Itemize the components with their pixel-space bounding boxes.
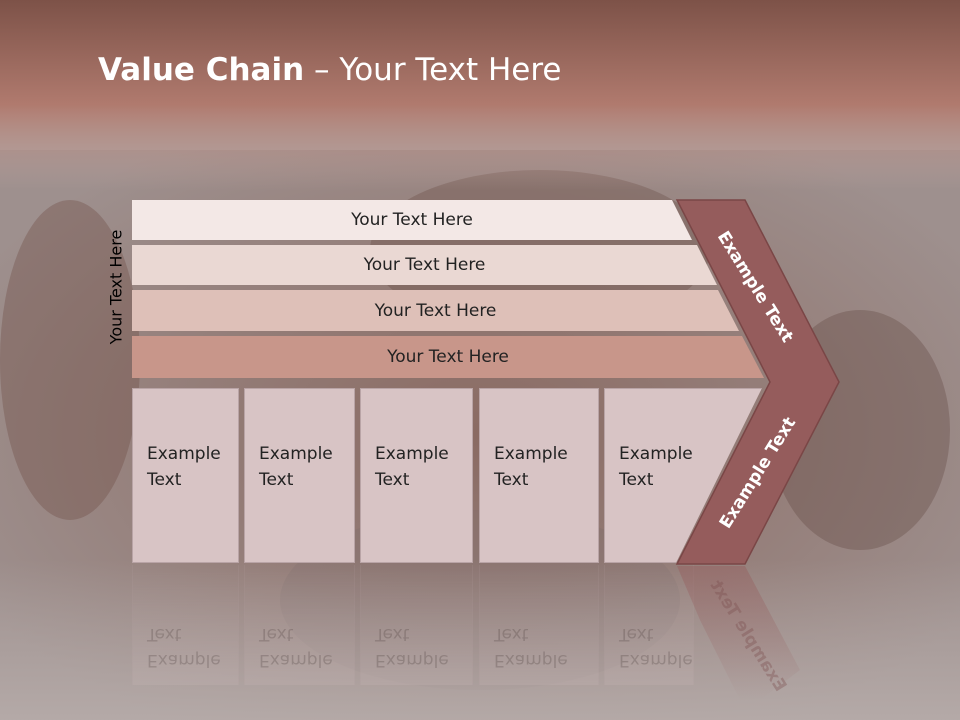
- primary-activity-2-line1: Example: [259, 444, 333, 464]
- primary-activity-5-reflection: Example Text: [604, 565, 694, 685]
- support-activity-4-label: Your Text Here: [387, 347, 509, 367]
- primary-activity-4-line1: Example: [494, 444, 568, 464]
- primary-activity-2-line2: Text: [259, 470, 294, 490]
- reflection-2-line1: Example: [259, 650, 333, 670]
- primary-activity-2-reflection: Example Text: [244, 565, 355, 685]
- primary-activity-1-line1: Example: [147, 444, 221, 464]
- reflection-2-line2: Text: [259, 624, 294, 644]
- reflection-5-line2: Text: [619, 624, 654, 644]
- primary-activity-5-line1: Example: [619, 444, 693, 464]
- support-activity-3-label: Your Text Here: [374, 300, 497, 321]
- title-bold: Value Chain: [98, 52, 305, 88]
- primary-activity-3-reflection: Example Text: [360, 565, 473, 685]
- support-activity-3: Your Text Here: [132, 290, 739, 331]
- primary-activity-4-line2: Text: [494, 470, 529, 490]
- support-activity-2: Your Text Here: [132, 245, 717, 285]
- reflection-4-line1: Example: [494, 650, 568, 670]
- slide-title: Value Chain – Your Text Here: [98, 52, 561, 88]
- primary-activity-4-reflection: Example Text: [479, 565, 599, 685]
- primary-activity-2: Example Text: [244, 388, 355, 563]
- reflection-3-line2: Text: [375, 624, 410, 644]
- reflection-5-line1: Example: [619, 650, 693, 670]
- primary-activity-3-line2: Text: [375, 470, 410, 490]
- reflection-3-line1: Example: [375, 650, 449, 670]
- support-activity-2-label: Your Text Here: [363, 255, 486, 275]
- reflection-1-line2: Text: [147, 624, 182, 644]
- side-label: Your Text Here: [106, 229, 126, 345]
- primary-activity-1: Example Text: [132, 388, 239, 563]
- primary-activity-3-line1: Example: [375, 444, 449, 464]
- primary-activity-3: Example Text: [360, 388, 473, 563]
- primary-activity-5-line2: Text: [619, 470, 654, 490]
- primary-activity-4: Example Text: [479, 388, 599, 563]
- support-activity-4: Your Text Here: [132, 336, 764, 378]
- primary-activity-1-reflection: Example Text: [132, 565, 239, 685]
- reflection-1-line1: Example: [147, 650, 221, 670]
- support-activity-1: Your Text Here: [132, 200, 692, 240]
- reflection-4-line2: Text: [494, 624, 529, 644]
- primary-activity-1-line2: Text: [147, 470, 182, 490]
- support-activity-1-label: Your Text Here: [351, 210, 473, 230]
- title-rest: – Your Text Here: [304, 52, 562, 88]
